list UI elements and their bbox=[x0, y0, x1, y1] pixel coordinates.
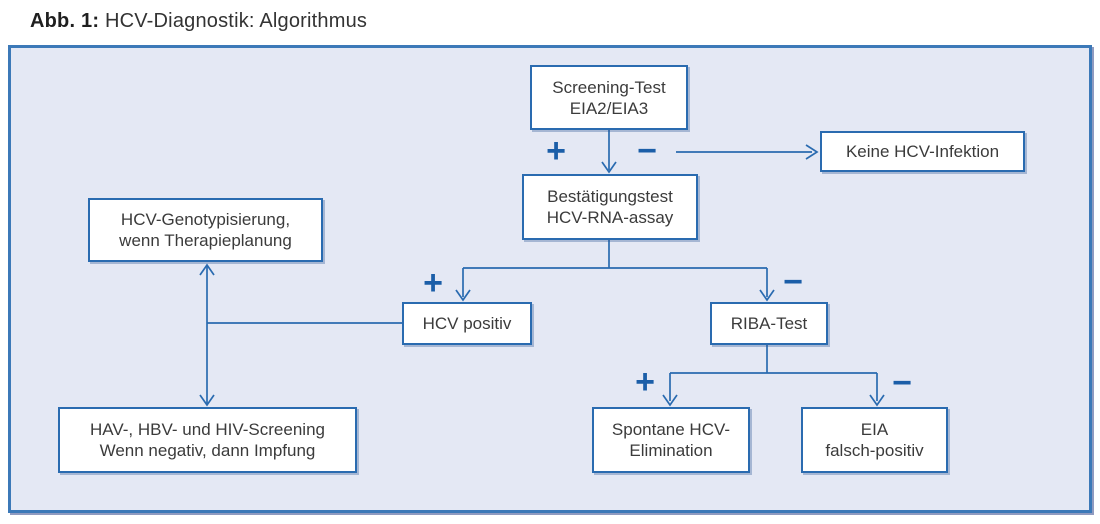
figure-caption-text: HCV-Diagnostik: Algorithmus bbox=[99, 10, 368, 32]
node-bestaetigungstest: Bestätigungstest HCV-RNA-assay bbox=[522, 174, 698, 240]
node-riba-test: RIBA-Test bbox=[710, 302, 828, 345]
node-spontane-elimination-line2: Elimination bbox=[629, 441, 713, 460]
node-genotypisierung: HCV-Genotypisierung, wenn Therapieplanun… bbox=[88, 198, 323, 262]
node-eia-falsch-positiv: EIA falsch-positiv bbox=[801, 407, 948, 473]
node-eia-falsch-positiv-line2: falsch-positiv bbox=[825, 441, 924, 460]
node-screening-test-line2: EIA2/EIA3 bbox=[569, 98, 649, 118]
node-hav-hbv-hiv-screening: HAV-, HBV- und HIV-Screening Wenn negati… bbox=[58, 407, 357, 473]
node-eia-falsch-positiv-line1: EIA bbox=[860, 420, 889, 439]
node-spontane-elimination-line1: Spontane HCV- bbox=[611, 420, 731, 439]
node-bestaetigungstest-line1: Bestätigungstest bbox=[547, 187, 673, 206]
node-genotypisierung-line1: HCV-Genotypisierung, bbox=[120, 210, 291, 229]
minus-sign-riba: − bbox=[892, 363, 912, 402]
figure-caption: Abb. 1: HCV-Diagnostik: Algorithmus bbox=[30, 10, 367, 33]
node-riba-test-line1: RIBA-Test bbox=[730, 314, 808, 333]
node-hav-hbv-hiv-screening-line2: Wenn negativ, dann Impfung bbox=[99, 441, 316, 460]
node-screening-test-line1: Screening-Test bbox=[552, 77, 666, 97]
node-hcv-positiv: HCV positiv bbox=[402, 302, 532, 345]
plus-sign-screening: + bbox=[546, 131, 566, 170]
node-hcv-positiv-line1: HCV positiv bbox=[422, 314, 512, 333]
minus-sign-screening: − bbox=[637, 131, 657, 170]
node-genotypisierung-line2: wenn Therapieplanung bbox=[119, 231, 292, 250]
node-keine-hcv-infektion-line1: Keine HCV-Infektion bbox=[845, 142, 1000, 161]
node-screening-test: Screening-Test EIA2/EIA3 bbox=[530, 65, 688, 130]
node-spontane-elimination: Spontane HCV- Elimination bbox=[592, 407, 750, 473]
figure-caption-number: Abb. 1: bbox=[30, 10, 100, 32]
node-hav-hbv-hiv-screening-line1: HAV-, HBV- und HIV-Screening bbox=[90, 420, 325, 439]
node-keine-hcv-infektion: Keine HCV-Infektion bbox=[820, 131, 1025, 172]
plus-sign-riba: + bbox=[635, 362, 655, 401]
minus-sign-bestaetigung: − bbox=[783, 262, 803, 301]
plus-sign-bestaetigung: + bbox=[423, 263, 443, 302]
node-bestaetigungstest-line2: HCV-RNA-assay bbox=[546, 208, 674, 227]
